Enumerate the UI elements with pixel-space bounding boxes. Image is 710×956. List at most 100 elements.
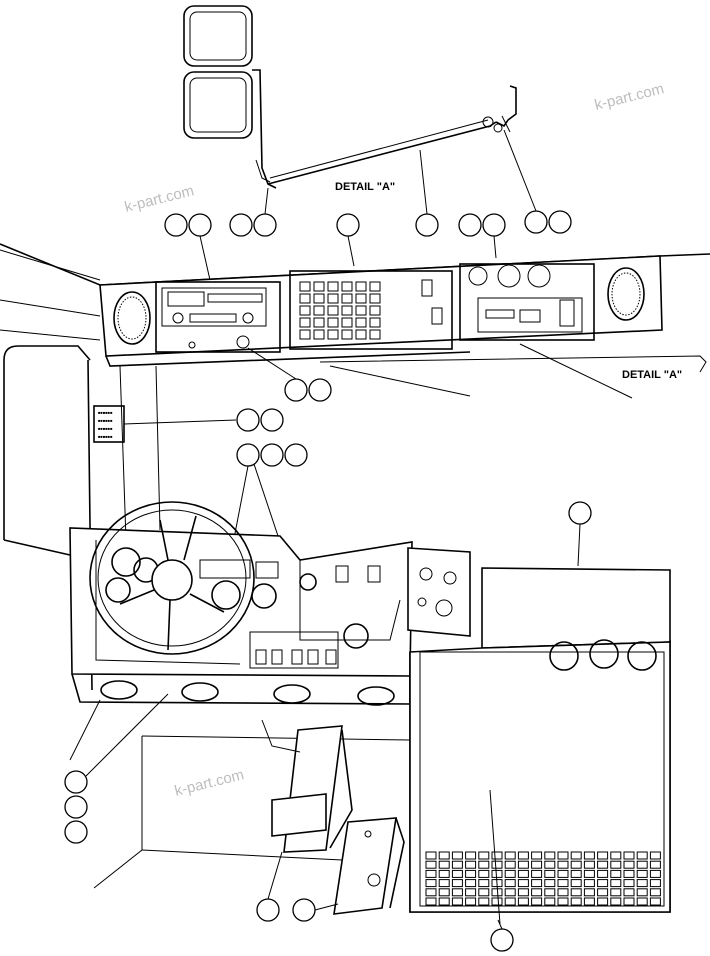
switch-button xyxy=(327,293,339,304)
vent-slot xyxy=(451,888,463,897)
vent-slot xyxy=(438,860,450,869)
vent-slot xyxy=(610,897,622,906)
vent-slot xyxy=(636,879,648,888)
vent-grille xyxy=(425,851,661,906)
callout-bubble xyxy=(490,928,514,952)
switch-button xyxy=(369,317,381,328)
callout-bubble xyxy=(64,820,88,844)
gauge-icon xyxy=(468,266,488,286)
vent-slot xyxy=(583,851,595,860)
vent-slot xyxy=(623,897,635,906)
vent-slot xyxy=(610,860,622,869)
radio-panel xyxy=(155,281,281,353)
vent-slot xyxy=(597,888,609,897)
switch-button xyxy=(313,329,325,340)
switch-button xyxy=(355,281,367,292)
vent-slot xyxy=(597,879,609,888)
gauge-icon xyxy=(105,577,131,603)
switch-panel xyxy=(289,270,453,350)
callout-bubble xyxy=(284,378,308,402)
vent-slot xyxy=(544,897,556,906)
switch-button xyxy=(341,305,353,316)
vent-slot xyxy=(610,851,622,860)
vent-slot xyxy=(544,851,556,860)
vent-slot xyxy=(531,897,543,906)
vent-slot xyxy=(570,879,582,888)
vent-slot xyxy=(425,851,437,860)
vent-slot xyxy=(636,897,648,906)
mirror-lower xyxy=(183,71,253,139)
vent-slot xyxy=(531,879,543,888)
air-vent-icon xyxy=(357,686,395,706)
switch-button xyxy=(313,305,325,316)
vent-slot xyxy=(570,851,582,860)
detail-a-label-top: DETAIL "A" xyxy=(335,181,395,193)
switch-button xyxy=(299,317,311,328)
switch-button xyxy=(313,293,325,304)
svg-text:■■■■■■: ■■■■■■ xyxy=(98,418,113,423)
vent-slot xyxy=(597,869,609,878)
radio-knob-icon xyxy=(236,335,250,349)
vent-slot xyxy=(623,851,635,860)
vent-slot xyxy=(425,860,437,869)
svg-text:■■■■■■: ■■■■■■ xyxy=(98,426,113,431)
switch-button xyxy=(327,317,339,328)
vent-slot xyxy=(557,869,569,878)
switch-button xyxy=(327,305,339,316)
switch-button xyxy=(341,293,353,304)
vent-slot xyxy=(504,879,516,888)
vent-slot xyxy=(649,888,661,897)
vent-slot xyxy=(557,897,569,906)
vent-slot xyxy=(583,897,595,906)
vent-slot xyxy=(623,879,635,888)
gauge-icon xyxy=(497,264,521,288)
vent-slot xyxy=(478,851,490,860)
vent-slot xyxy=(610,869,622,878)
callout-bubble xyxy=(236,443,260,467)
vent-slot xyxy=(623,869,635,878)
vent-slot xyxy=(517,897,529,906)
watermark-bottom-left: k-part.com xyxy=(173,766,246,800)
switch-button xyxy=(369,281,381,292)
vent-slot xyxy=(557,879,569,888)
switch-button xyxy=(313,317,325,328)
callout-bubble xyxy=(292,898,316,922)
callout-bubble xyxy=(188,213,212,237)
switch-button xyxy=(299,281,311,292)
callout-bubble xyxy=(548,210,572,234)
vent-slot xyxy=(425,897,437,906)
vent-slot xyxy=(491,860,503,869)
mirror-upper xyxy=(183,5,253,67)
vent-slot xyxy=(438,888,450,897)
vent-slot xyxy=(465,888,477,897)
vent-slot xyxy=(491,851,503,860)
vent-slot xyxy=(610,888,622,897)
vent-slot xyxy=(438,879,450,888)
switch-button xyxy=(341,329,353,340)
vent-slot xyxy=(504,869,516,878)
vent-slot xyxy=(465,851,477,860)
switch-button xyxy=(369,293,381,304)
vent-slot xyxy=(451,860,463,869)
callout-bubble xyxy=(236,408,260,432)
switch-button xyxy=(299,329,311,340)
vent-slot xyxy=(583,888,595,897)
vent-slot xyxy=(570,888,582,897)
vent-slot xyxy=(557,888,569,897)
callout-bubble xyxy=(164,213,188,237)
detail-a-linkage xyxy=(267,85,517,185)
switch-button xyxy=(299,293,311,304)
vent-slot xyxy=(583,860,595,869)
switch-button xyxy=(355,329,367,340)
vent-slot xyxy=(623,860,635,869)
vent-slot xyxy=(636,888,648,897)
vent-slot xyxy=(597,860,609,869)
speaker-right xyxy=(607,267,645,321)
gauge-icon xyxy=(111,547,141,577)
air-vent-icon xyxy=(589,639,619,669)
knob-icon xyxy=(443,571,457,585)
callout-bubble xyxy=(524,210,548,234)
svg-text:■■■■■■: ■■■■■■ xyxy=(98,410,113,415)
callout-bubble xyxy=(229,213,253,237)
vent-slot xyxy=(425,869,437,878)
